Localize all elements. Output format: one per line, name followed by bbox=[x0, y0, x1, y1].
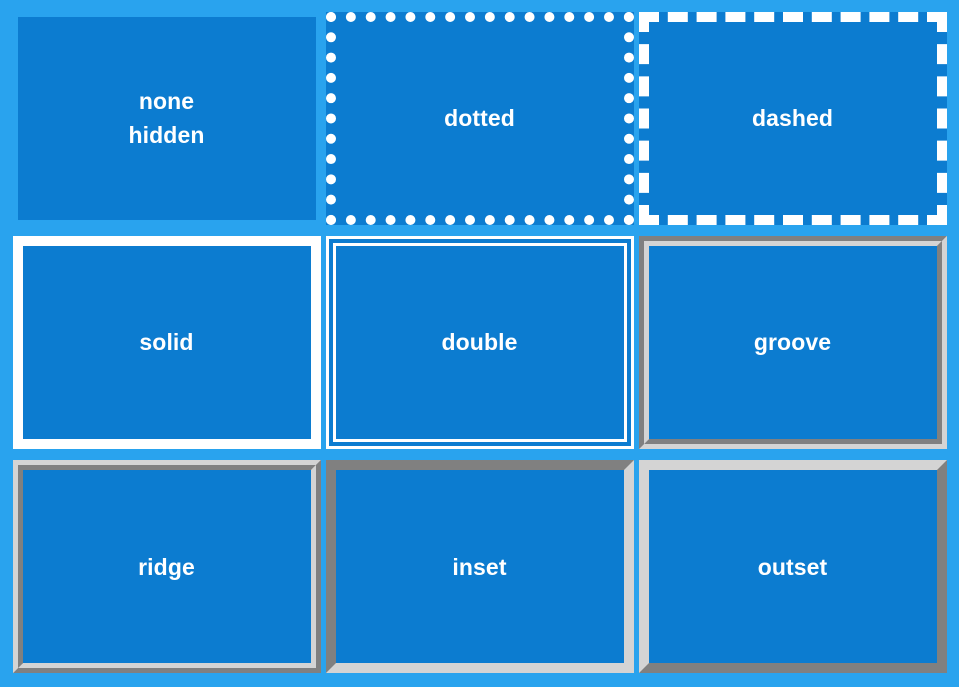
border-box-label: solid bbox=[139, 329, 194, 356]
grid-cell-outset: outset bbox=[636, 455, 949, 679]
border-box-label: ridge bbox=[138, 553, 195, 580]
border-box-double: double bbox=[325, 235, 634, 449]
border-box-solid: solid bbox=[12, 235, 321, 449]
grid-cell-solid: solid bbox=[10, 230, 323, 454]
grid-cell-none-hidden: none hidden bbox=[10, 6, 323, 230]
grid-cell-groove: groove bbox=[636, 230, 949, 454]
grid-cell-double: double bbox=[323, 230, 636, 454]
border-box-label: none hidden bbox=[128, 88, 205, 149]
border-box-label: dotted bbox=[444, 105, 515, 132]
grid-cell-dashed: dashed bbox=[636, 6, 949, 230]
border-box-inset: inset bbox=[325, 460, 634, 674]
grid-cell-ridge: ridge bbox=[10, 455, 323, 679]
border-box-dotted: dotted bbox=[325, 11, 634, 225]
grid-cell-dotted: dotted bbox=[323, 6, 636, 230]
border-box-groove: groove bbox=[638, 235, 947, 449]
border-box-label: inset bbox=[452, 553, 507, 580]
border-box-dashed: dashed bbox=[638, 11, 947, 225]
border-box-label: outset bbox=[757, 553, 828, 580]
border-box-label: dashed bbox=[751, 105, 834, 132]
border-box-label: double bbox=[441, 329, 518, 356]
border-box-none-hidden: none hidden bbox=[17, 16, 316, 220]
border-box-label: groove bbox=[753, 329, 832, 356]
border-box-outset: outset bbox=[638, 460, 947, 674]
border-box-ridge: ridge bbox=[12, 460, 321, 674]
grid-cell-inset: inset bbox=[323, 455, 636, 679]
